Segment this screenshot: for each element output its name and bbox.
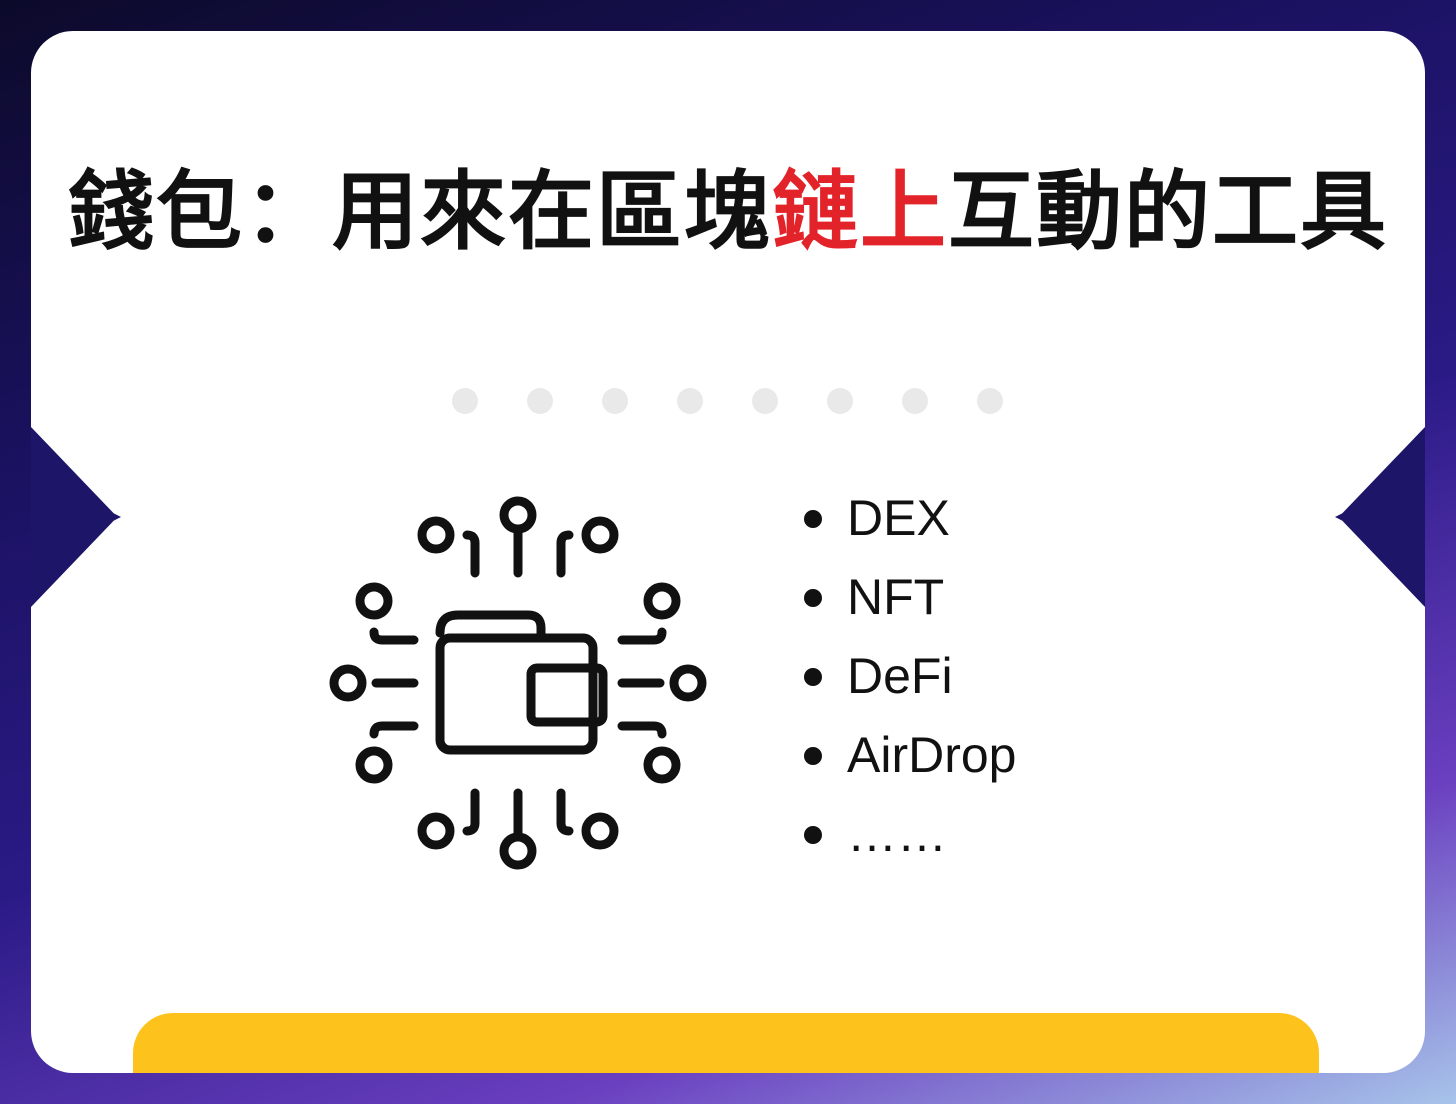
title-part2: 互動的工具: [948, 162, 1388, 262]
carousel-dot[interactable]: [602, 388, 628, 414]
carousel-dot[interactable]: [977, 388, 1003, 414]
carousel-dots: [452, 388, 1003, 414]
title-highlight: 鏈上: [772, 162, 948, 262]
slide-title: 錢包：用來在區塊鏈上互動的工具: [31, 141, 1425, 266]
list-item: DEX: [801, 491, 1016, 570]
list-item: NFT: [801, 570, 1016, 649]
list-item: AirDrop: [801, 728, 1016, 807]
bottom-accent-bar: [133, 1013, 1319, 1073]
carousel-dot[interactable]: [827, 388, 853, 414]
list-item: DeFi: [801, 649, 1016, 728]
wallet-circuit-icon: [328, 493, 708, 873]
carousel-dot[interactable]: [752, 388, 778, 414]
carousel-dot[interactable]: [677, 388, 703, 414]
title-part1: 錢包：用來在區塊: [68, 162, 772, 262]
list-item: ……: [801, 807, 1016, 886]
carousel-dot[interactable]: [452, 388, 478, 414]
carousel-dot[interactable]: [902, 388, 928, 414]
slide-card: 錢包：用來在區塊鏈上互動的工具: [31, 31, 1425, 1073]
right-notch: [1335, 427, 1425, 607]
feature-list: DEX NFT DeFi AirDrop ……: [801, 491, 1016, 886]
carousel-dot[interactable]: [527, 388, 553, 414]
left-notch: [31, 427, 121, 607]
